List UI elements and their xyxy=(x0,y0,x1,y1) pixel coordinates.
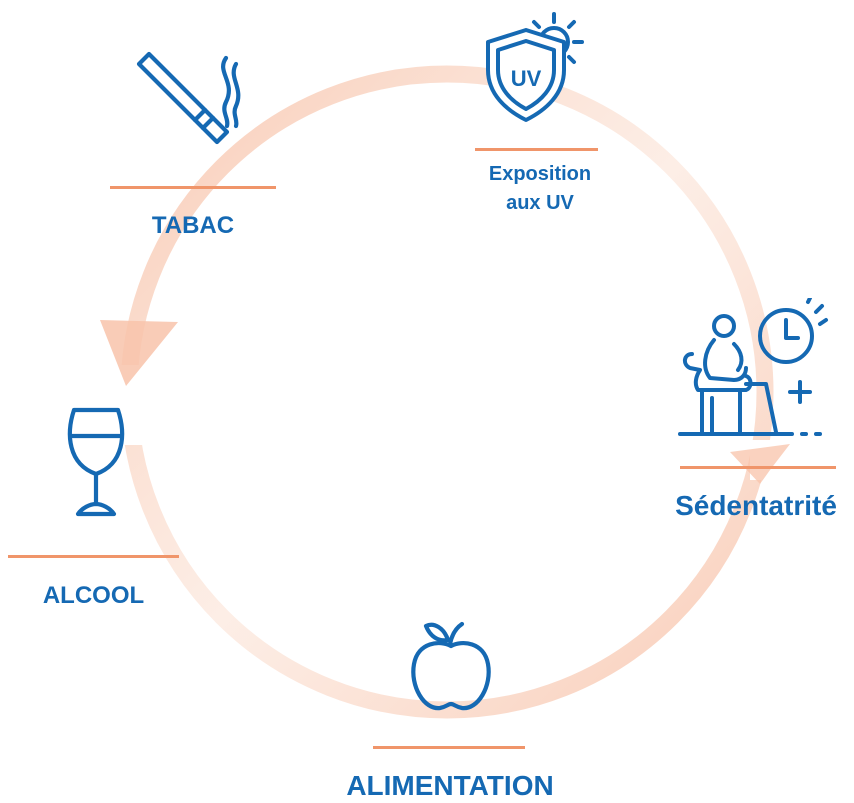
uv-underline xyxy=(475,148,598,151)
alcool-underline xyxy=(8,555,179,558)
tabac-underline xyxy=(110,186,276,189)
sedentarite-label: Sédentatrité xyxy=(675,490,837,521)
tabac-label: TABAC xyxy=(151,212,235,239)
alimentation-label: ALIMENTATION xyxy=(346,770,554,801)
uv-label-line1: Exposition xyxy=(488,163,592,185)
uv-icon-text: UV xyxy=(511,66,542,91)
alcool-label: ALCOOL xyxy=(42,582,145,609)
apple-icon xyxy=(408,618,494,714)
sedentarite-underline xyxy=(680,466,836,469)
seated-person-clock-icon xyxy=(676,296,832,444)
uv-shield-sun-icon: UV xyxy=(478,8,592,124)
cycle-arrowhead-right xyxy=(730,444,790,484)
uv-label-line2: aux UV xyxy=(506,192,574,214)
cigarette-icon xyxy=(128,44,246,152)
alimentation-underline xyxy=(373,746,525,749)
wine-glass-icon xyxy=(64,406,128,518)
cycle-arrowhead-left xyxy=(100,320,178,386)
